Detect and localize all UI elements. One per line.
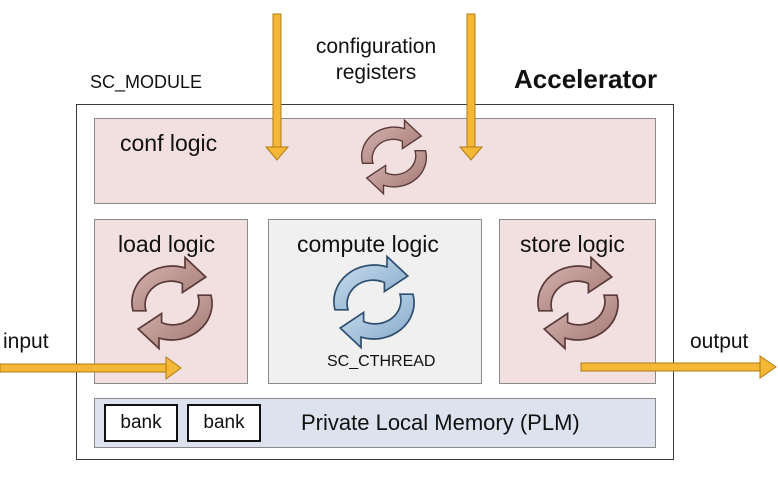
cycle-arrows-icon <box>360 119 428 195</box>
cycle-arrows-icon <box>333 255 415 349</box>
input-label: input <box>3 330 49 353</box>
compute-logic-label: compute logic <box>297 231 439 257</box>
sc-module-label: SC_MODULE <box>90 72 203 92</box>
bank-box-2: bank <box>187 404 261 442</box>
store-logic-label: store logic <box>520 231 625 257</box>
input-arrow <box>0 356 182 380</box>
conf-logic-label: conf logic <box>120 130 218 156</box>
config-arrow-right <box>458 13 484 161</box>
cycle-arrows-icon <box>131 256 213 350</box>
config-arrow-left <box>264 13 290 161</box>
load-logic-box <box>94 219 248 384</box>
store-logic-box <box>499 219 656 384</box>
load-logic-label: load logic <box>118 231 216 257</box>
accelerator-title: Accelerator <box>514 64 658 94</box>
config-registers-line2: registers <box>335 61 417 84</box>
output-label: output <box>690 330 749 353</box>
sc-cthread-label: SC_CTHREAD <box>327 353 436 370</box>
cycle-arrows-icon <box>537 256 619 350</box>
config-registers-line1: configuration <box>315 35 437 58</box>
bank-box-1: bank <box>104 404 178 442</box>
config-registers-label: configuration registers <box>296 34 456 86</box>
compute-logic-box <box>268 219 482 384</box>
plm-label: Private Local Memory (PLM) <box>301 410 580 435</box>
output-arrow <box>580 355 777 379</box>
